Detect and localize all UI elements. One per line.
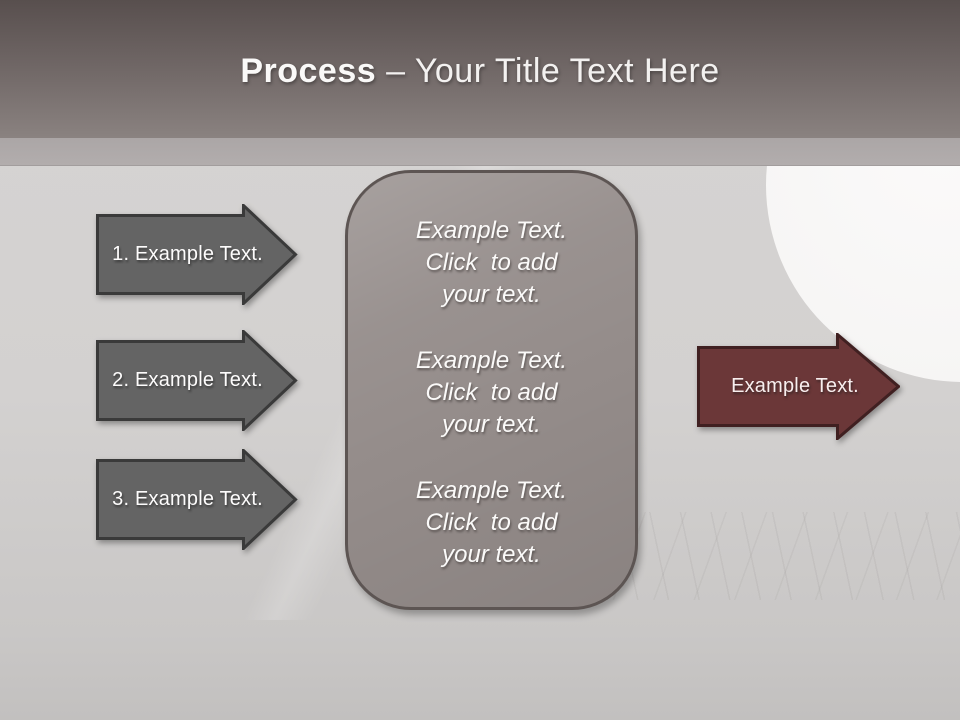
right-arrow-shape — [96, 330, 298, 431]
result-arrow-label: Example Text. — [731, 375, 859, 397]
process-step-label: 1. Example Text. — [112, 243, 263, 265]
process-step-arrow-1[interactable]: 1. Example Text. — [96, 204, 298, 305]
right-arrow-shape — [697, 333, 900, 440]
panel-text-line: Click to add — [425, 249, 558, 276]
center-text-panel[interactable]: Example Text. Click to add your text. Ex… — [345, 170, 638, 610]
header-band — [0, 0, 960, 138]
panel-text-block-1[interactable]: Example Text. Click to add your text. — [366, 215, 617, 311]
panel-text-line: Example Text. — [415, 217, 568, 244]
right-arrow-shape — [96, 204, 298, 305]
slide-title-text: Your Title Text Here — [414, 52, 720, 90]
panel-text-block-3[interactable]: Example Text. Click to add your text. — [366, 475, 617, 571]
header-divider-band — [0, 138, 960, 166]
background-grass-texture — [590, 512, 960, 600]
process-step-arrow-2[interactable]: 2. Example Text. — [96, 330, 298, 431]
right-arrow-shape — [96, 449, 298, 550]
result-arrow[interactable]: Example Text. — [697, 333, 900, 440]
panel-text-line: your text. — [442, 411, 541, 438]
process-step-arrow-3[interactable]: 3. Example Text. — [96, 449, 298, 550]
panel-text-line: your text. — [442, 541, 541, 568]
slide-title-separator: – — [376, 52, 415, 90]
slide-title[interactable]: Process – Your Title Text Here — [0, 52, 960, 91]
slide-title-keyword: Process — [240, 52, 377, 90]
panel-text-line: your text. — [442, 281, 541, 308]
panel-text-line: Click to add — [425, 509, 558, 536]
process-step-label: 2. Example Text. — [112, 369, 263, 391]
process-step-label: 3. Example Text. — [112, 488, 263, 510]
panel-text-block-2[interactable]: Example Text. Click to add your text. — [366, 345, 617, 441]
panel-text-line: Example Text. — [415, 477, 568, 504]
panel-text-line: Example Text. — [415, 347, 568, 374]
panel-text-line: Click to add — [425, 379, 558, 406]
